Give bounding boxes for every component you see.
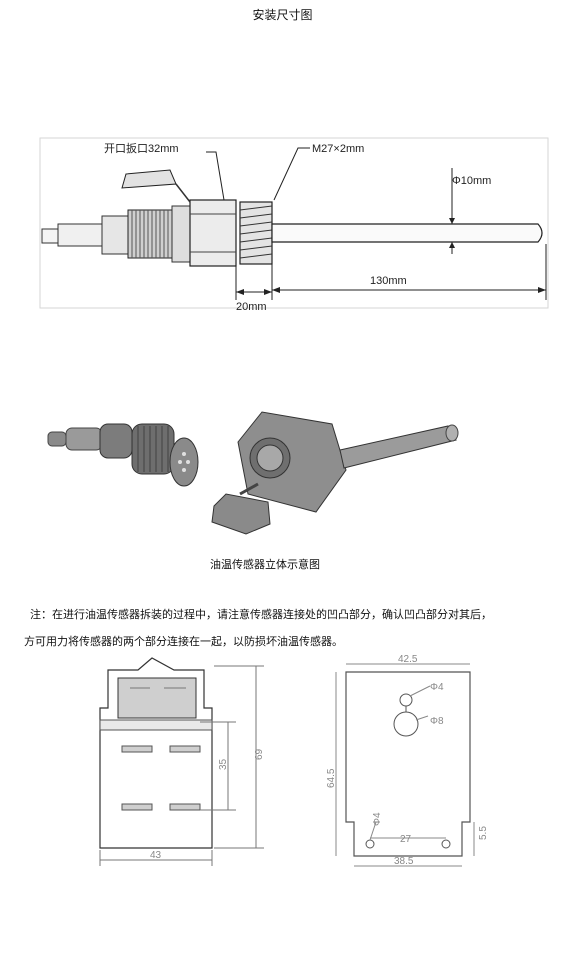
note-line-1: 注：在进行油温传感器拆装的过程中，请注意传感器连接处的凹凸部分，确认凹凸部分对其… [30,608,492,621]
page-title: 安装尺寸图 [252,8,313,22]
plate-edge-label: 5.5 [478,826,489,840]
thread-length-label: 20mm [236,301,267,313]
plate-top-width-label: 42.5 [398,654,418,665]
plate-bottom-width-label: 38.5 [394,856,414,867]
installation-dimension-drawing: 开口扳口32mm M27×2mm Φ10mm 130mm 20mm [39,137,549,313]
probe-length-label: 130mm [370,275,407,287]
note-line-2: 方可用力将传感器的两个部分连接在一起，以防损坏油温传感器。 [24,635,343,648]
bracket-width-label: 43 [150,850,162,861]
figure-caption: 油温传感器立体示意图 [210,558,320,571]
plate-drawing: 42.5 Φ4 Φ8 64.5 Φ4 27 5.5 38.5 [326,654,489,867]
plate-large-hole-label: Φ8 [430,716,444,727]
bracket-inner-height-label: 35 [218,758,229,770]
thread-size-label: M27×2mm [312,143,364,155]
sensor-3d-illustration [47,411,459,535]
plate-small-hole-label: Φ4 [430,682,444,693]
plate-height-label: 64.5 [326,768,337,788]
wrench-size-label: 开口扳口32mm [104,141,179,155]
plate-hole-spacing-label: 27 [400,834,412,845]
plate-bottom-hole-label: Φ4 [372,812,383,826]
bracket-side-drawing: 43 69 35 [99,657,265,866]
bracket-height-label: 69 [254,748,265,760]
probe-diameter-label: Φ10mm [452,175,491,187]
